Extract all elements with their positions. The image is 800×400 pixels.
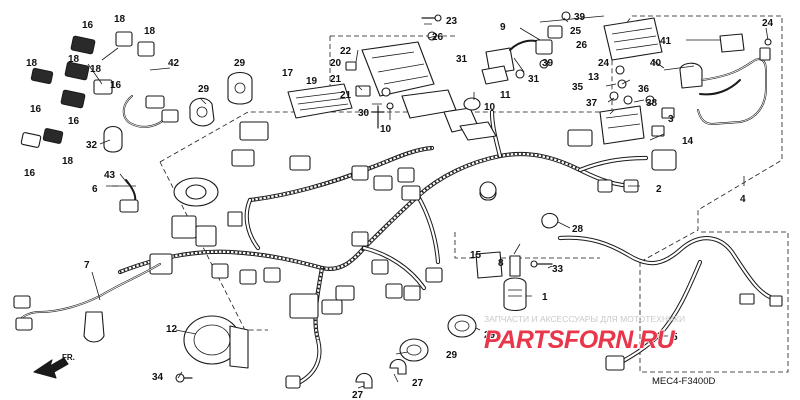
callout-31: 31 [456,54,468,65]
callout-16: 16 [30,104,42,115]
watermark: ЗАПЧАСТИ И АКСЕССУАРЫ ДЛЯ МОТОТЕХНИКИ PA… [483,314,685,355]
callout-33: 33 [552,264,564,275]
callout-21: 21 [330,74,342,85]
callout-19: 19 [306,76,318,87]
callout-29: 29 [446,350,458,361]
callout-36: 36 [638,84,650,95]
callout-26: 26 [432,32,444,43]
callout-18: 18 [144,26,156,37]
callout-8: 8 [498,258,504,269]
callout-numbers: 16 18 18 18 18 18 16 16 16 16 18 42 29 2… [24,12,774,400]
callout-6: 6 [92,184,98,195]
callout-21: 21 [340,90,352,101]
callout-11: 11 [500,90,511,101]
callout-4: 4 [740,194,746,205]
main-wire-harness [117,109,649,385]
right-top-components [599,17,772,145]
callout-18: 18 [90,64,102,75]
control-modules [287,41,497,141]
callout-27: 27 [352,390,364,400]
callout-29: 29 [484,330,496,341]
center-right-parts [475,179,639,312]
callout-2: 2 [656,184,662,195]
callout-9: 9 [500,22,506,33]
callout-24: 24 [762,18,774,29]
leader-lines [91,17,769,389]
callout-15: 15 [470,250,482,261]
callout-27: 27 [412,378,424,389]
callout-23: 23 [446,16,458,27]
callout-26: 26 [576,40,588,51]
callout-12: 12 [166,324,178,335]
callout-40: 40 [650,58,662,69]
harness-connectors [149,121,677,389]
diagram-code: MEC4-F3400D [652,376,715,387]
callout-1: 1 [542,292,548,303]
callout-3: 3 [668,114,674,125]
left-sensors [13,71,253,343]
callout-16: 16 [68,116,80,127]
callout-32: 32 [86,140,98,151]
sub-harness [557,235,783,371]
horn-assembly [175,315,249,383]
callout-34: 34 [152,372,164,383]
callout-5: 5 [672,332,678,343]
callout-13: 13 [588,72,600,83]
callout-18: 18 [62,156,74,167]
callout-37: 37 [586,98,598,109]
callout-17: 17 [282,68,294,79]
direction-label: FR. [62,353,75,362]
watermark-tagline: ЗАПЧАСТИ И АКСЕССУАРЫ ДЛЯ МОТОТЕХНИКИ [484,314,685,324]
left-connectors [20,31,155,148]
callout-39: 39 [542,58,554,69]
callout-38: 38 [646,98,658,109]
callout-10: 10 [380,124,392,135]
callout-16: 16 [82,20,94,31]
callout-7: 7 [84,260,90,271]
clamps-and-grommets [355,314,477,389]
callout-18: 18 [26,58,38,69]
callout-29: 29 [198,84,210,95]
callout-20: 20 [330,58,342,69]
callout-24: 24 [598,58,610,69]
callout-43: 43 [104,170,116,181]
callout-42: 42 [168,58,180,69]
callout-31: 31 [528,74,540,85]
callout-18: 18 [68,54,80,65]
callout-25: 25 [570,26,582,37]
callout-14: 14 [682,136,694,147]
callout-10: 10 [484,102,496,113]
callout-35: 35 [572,82,584,93]
callout-18: 18 [114,14,126,25]
callout-30: 30 [358,108,370,119]
callout-28: 28 [572,224,584,235]
callout-41: 41 [660,36,672,47]
watermark-brand: PARTSFORN.RU [484,326,676,354]
callout-29: 29 [234,58,246,69]
callout-39: 39 [574,12,586,23]
callout-16: 16 [110,80,122,91]
callout-22: 22 [340,46,352,57]
front-direction-arrow: FR. [33,353,75,379]
callout-16: 16 [24,168,36,179]
